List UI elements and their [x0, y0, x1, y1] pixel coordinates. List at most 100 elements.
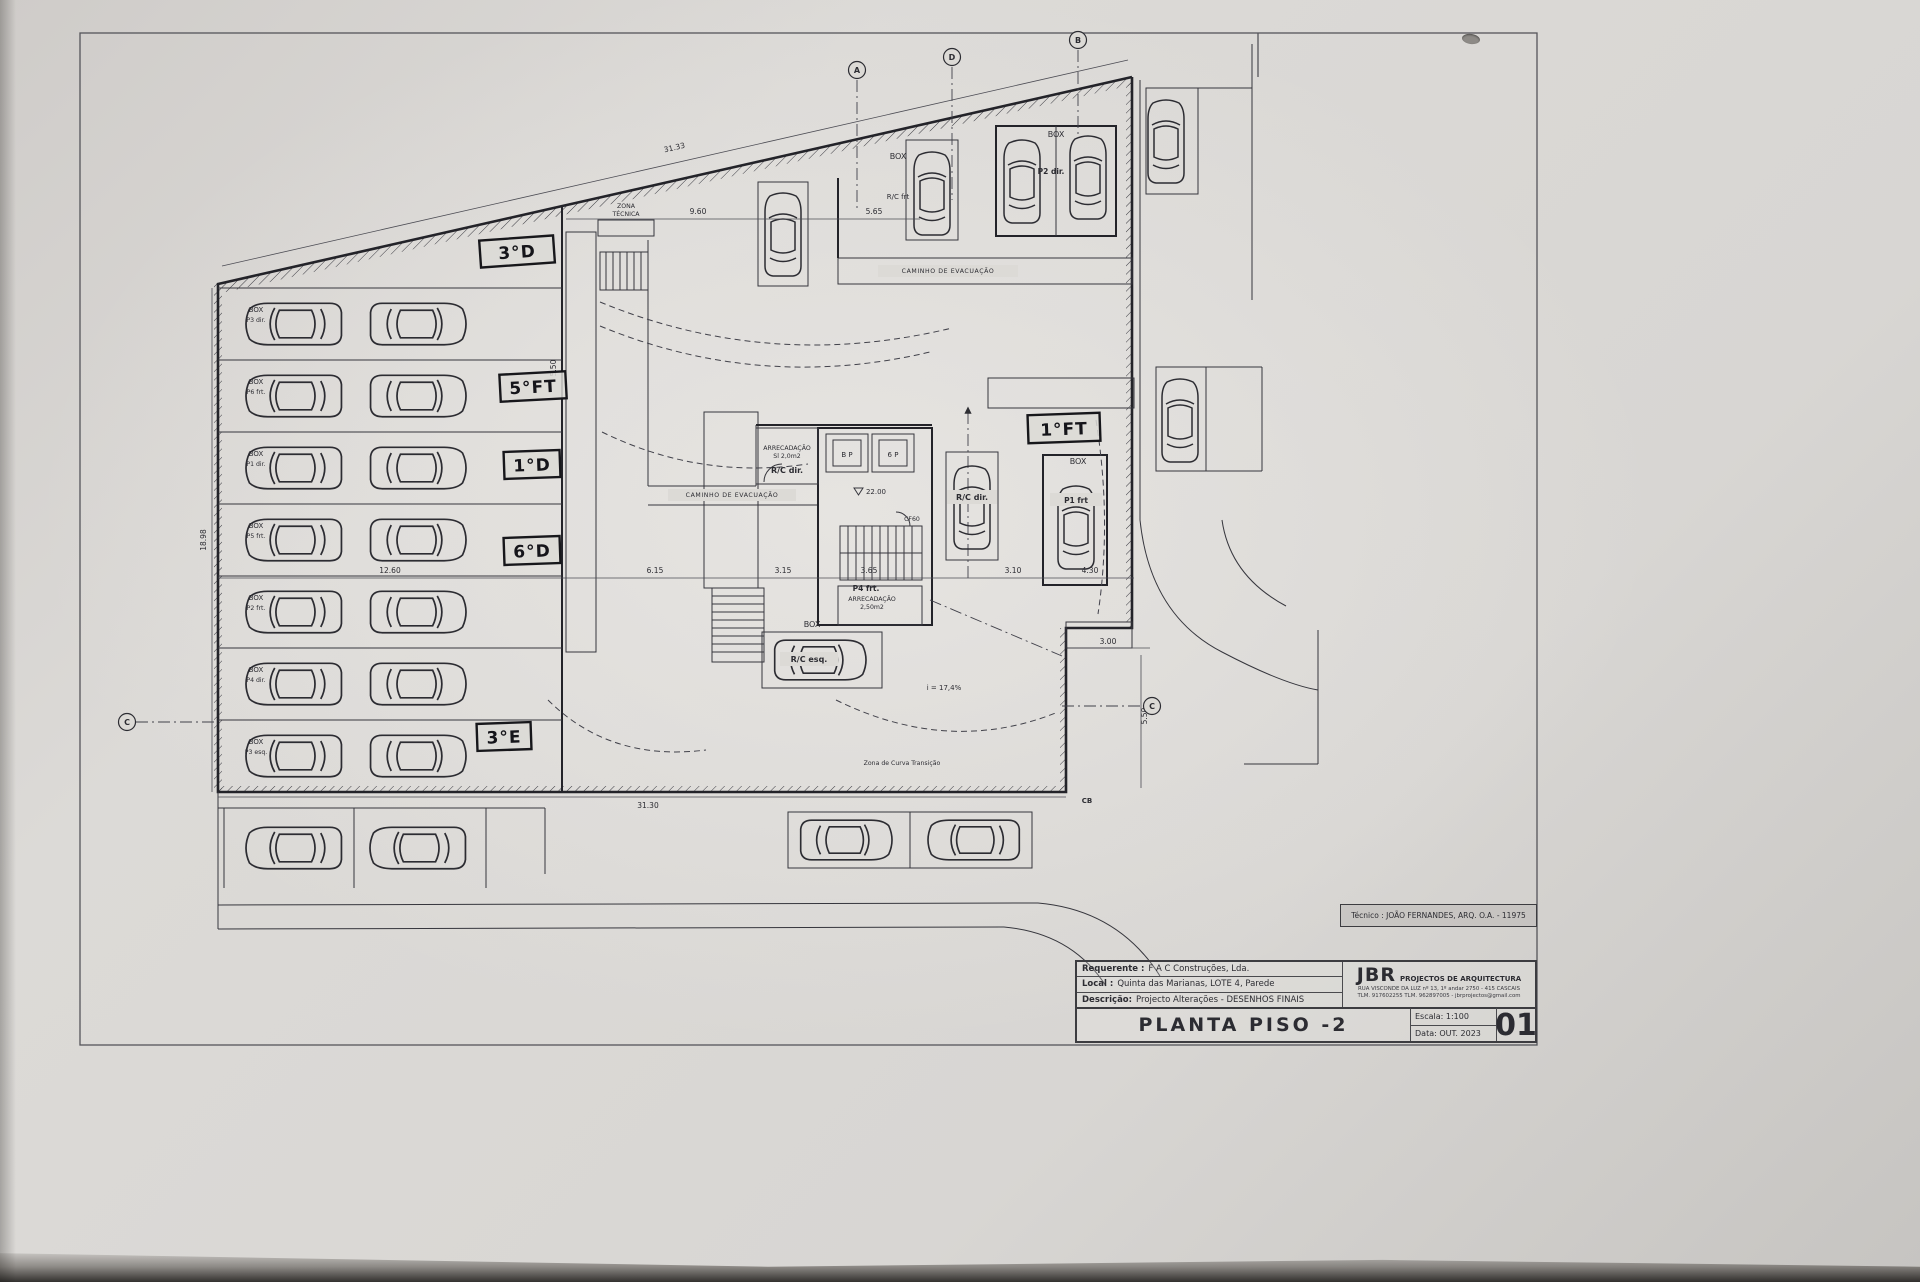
local-label: Local : — [1082, 979, 1114, 990]
title-block-info: Requerente : F A C Construções, Lda. Loc… — [1077, 962, 1342, 1007]
marker-cb: CB — [1082, 797, 1092, 805]
circulation-paths — [547, 301, 1105, 753]
car — [369, 662, 467, 706]
dim-right-horizontal: 3.00 — [1100, 637, 1117, 646]
stall-box: BOX — [249, 666, 264, 674]
car — [369, 590, 467, 634]
box-p2-label: BOX — [1048, 130, 1065, 139]
rc-esq-label: R/C esq. — [791, 655, 828, 664]
dim-top-diagonal: 31.33 — [663, 141, 686, 155]
stall-unit: P5 frt. — [247, 533, 266, 540]
car — [369, 446, 467, 490]
stall-box: BOX — [249, 306, 264, 314]
dimensions — [211, 59, 1150, 798]
ramps — [565, 231, 1135, 663]
dim-left-vertical: 18.98 — [199, 529, 208, 551]
firm-name: JBR — [1356, 964, 1396, 986]
car — [1161, 378, 1199, 463]
arrecadacao-mid-area: 2,50m2 — [860, 604, 884, 611]
firm-block: JBR PROJECTOS DE ARQUITECTURA RUA VISCON… — [1342, 962, 1535, 1007]
arrecadacao-mid-label: ARRECADAÇÃO — [848, 594, 896, 603]
local-row: Local : Quinta das Marianas, LOTE 4, Par… — [1077, 977, 1342, 993]
box-esq-label: BOX — [804, 620, 821, 629]
dim-mid-vertical: 5.50 — [549, 359, 558, 376]
marker-a: A — [854, 66, 861, 75]
dim-chain-4: 3.10 — [1005, 566, 1022, 575]
dim-chain-2: 3.15 — [775, 566, 792, 575]
lift-right-label: 6 P — [888, 451, 899, 459]
car — [369, 734, 467, 778]
local-value: Quinta das Marianas, LOTE 4, Parede — [1117, 979, 1275, 990]
descricao-value: Projecto Alterações - DESENHOS FINAIS — [1136, 994, 1305, 1005]
date: Data: OUT. 2023 — [1415, 1028, 1481, 1038]
technician-strip: Técnico : JOÃO FERNANDES, ARQ. O.A. - 11… — [1340, 904, 1537, 927]
marker-d: D — [949, 53, 956, 62]
car — [369, 826, 467, 870]
curve-zone-label: Zona de Curva Transição — [864, 760, 941, 767]
rc-frt-label: R/C frt — [887, 193, 910, 201]
car — [1003, 139, 1041, 224]
dim-chain-0: 12.60 — [379, 566, 401, 575]
arrecadacao-top-area: Sl 2,0m2 — [773, 453, 800, 460]
dim-top-a: 9.60 — [690, 207, 707, 216]
section-markers: A D B C C CB — [117, 30, 1162, 805]
evacuacao-left-label: CAMINHO DE EVACUAÇÃO — [686, 490, 779, 499]
p1-frt-label: P1 frt — [1064, 496, 1088, 505]
site-boundary — [214, 75, 1134, 794]
handwritten-1d: 1°D — [513, 455, 551, 476]
car — [799, 819, 893, 861]
handwritten-6d: 6°D — [513, 541, 551, 562]
marker-c-left: C — [124, 718, 130, 727]
handwritten-1ft: 1°FT — [1040, 419, 1088, 441]
stall-box: BOX — [249, 738, 264, 746]
dim-top-b: 5.65 — [866, 207, 883, 216]
requerente-row: Requerente : F A C Construções, Lda. — [1077, 962, 1342, 978]
descricao-label: Descrição: — [1082, 994, 1133, 1005]
dim-chain-3: 3.65 — [861, 566, 878, 575]
descricao-row: Descrição: Projecto Alterações - DESENHO… — [1077, 993, 1342, 1007]
stall-unit: P3 dir. — [246, 317, 265, 324]
label-bg — [668, 489, 796, 501]
label-bg — [878, 265, 1018, 277]
dim-right-vertical: 5.50 — [1140, 707, 1149, 724]
stall-unit: P2 frt. — [247, 605, 266, 612]
arrecadacao-top-label: ARRECADAÇÃO — [763, 443, 811, 452]
stall-box: BOX — [249, 450, 264, 458]
scale-date-block: Escala: 1:100 Data: OUT. 2023 — [1410, 1007, 1496, 1041]
car — [369, 518, 467, 562]
bottom-parking — [217, 792, 1161, 987]
lift-left-label: B P — [841, 451, 852, 459]
stall-unit: P1 dir. — [246, 461, 265, 468]
roads-right — [1139, 44, 1319, 765]
rc-dir-storage-label: R/C dir. — [771, 466, 803, 475]
level-label: 22.00 — [866, 488, 886, 496]
p4-frt-label: P4 frt. — [853, 584, 880, 593]
handwritten-3d: 3°D — [498, 242, 537, 265]
car — [369, 374, 467, 418]
car — [369, 302, 467, 346]
handwritten-annotations: 3°D 5°FT 1°D 6°D 3°E 1°FT — [475, 234, 1102, 753]
rc-dir-car-label: R/C dir. — [956, 493, 988, 502]
p2-dir-label: P2 dir. — [1038, 167, 1065, 176]
parked-cars — [245, 99, 1199, 870]
requerente-label: Requerente : — [1082, 964, 1145, 975]
handwritten-5ft: 5°FT — [509, 377, 558, 399]
photo-shadow-left — [0, 0, 16, 1282]
marker-b: B — [1075, 36, 1081, 45]
slope-label: i = 17,4% — [927, 684, 962, 692]
technician-text: Técnico : JOÃO FERNANDES, ARQ. O.A. - 11… — [1351, 911, 1526, 920]
left-parking-rows — [218, 206, 563, 792]
label-bg — [1050, 493, 1102, 506]
central-core — [755, 427, 933, 626]
sheet-frame — [79, 32, 1538, 1046]
firm-contact: TLM. 917602255 TLM. 962897005 - jbrproje… — [1357, 993, 1521, 1000]
stall-unit: P6 frt. — [247, 389, 266, 396]
car — [953, 465, 991, 550]
car — [913, 151, 951, 236]
stall-box: BOX — [249, 594, 264, 602]
box-frt-label: BOX — [890, 152, 907, 161]
stall-unit: P3 esq. — [245, 749, 268, 756]
drawing-title: PLANTA PISO -2 — [1077, 1007, 1410, 1041]
car — [1069, 135, 1107, 220]
